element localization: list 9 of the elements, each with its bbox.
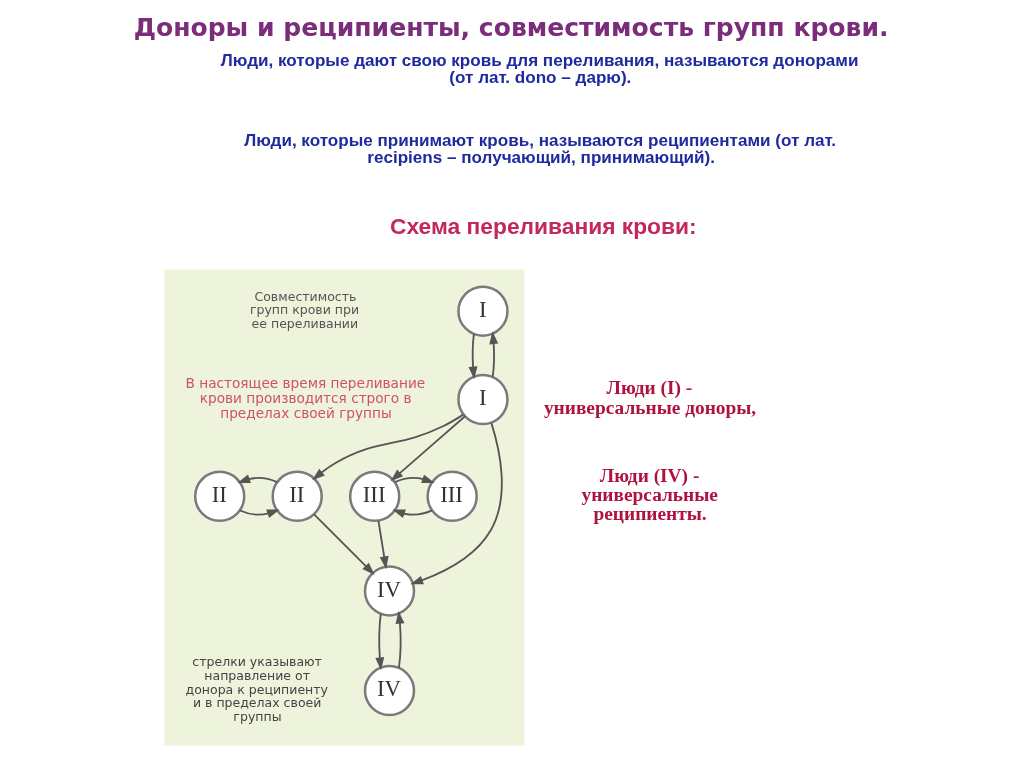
label: Люди, которые принимают кровь, называются реципиентами (от лат. recipiens – получающий, принимающий). <box>244 130 837 167</box>
label: Люди (I) - универсальные доноры, <box>543 377 757 418</box>
label: Люди (IV) - универсальные реципиенты. <box>581 464 718 525</box>
label: Люди, которые дают свою кровь для переливания, называются донорами (от лат. dono – дарю). <box>220 51 859 88</box>
label: стрелки указывают направление от донора к реципиенту и в пределах своей группы <box>185 654 329 725</box>
label: Схема переливания крови: <box>390 212 697 239</box>
label: Совместимость групп крови при ее переливании <box>249 288 360 331</box>
diagram-title: Доноры и реципиенты, совместимость групп крови. <box>133 13 889 43</box>
label: В настоящее время переливание крови производится строго в пределах своей группы <box>185 375 426 421</box>
